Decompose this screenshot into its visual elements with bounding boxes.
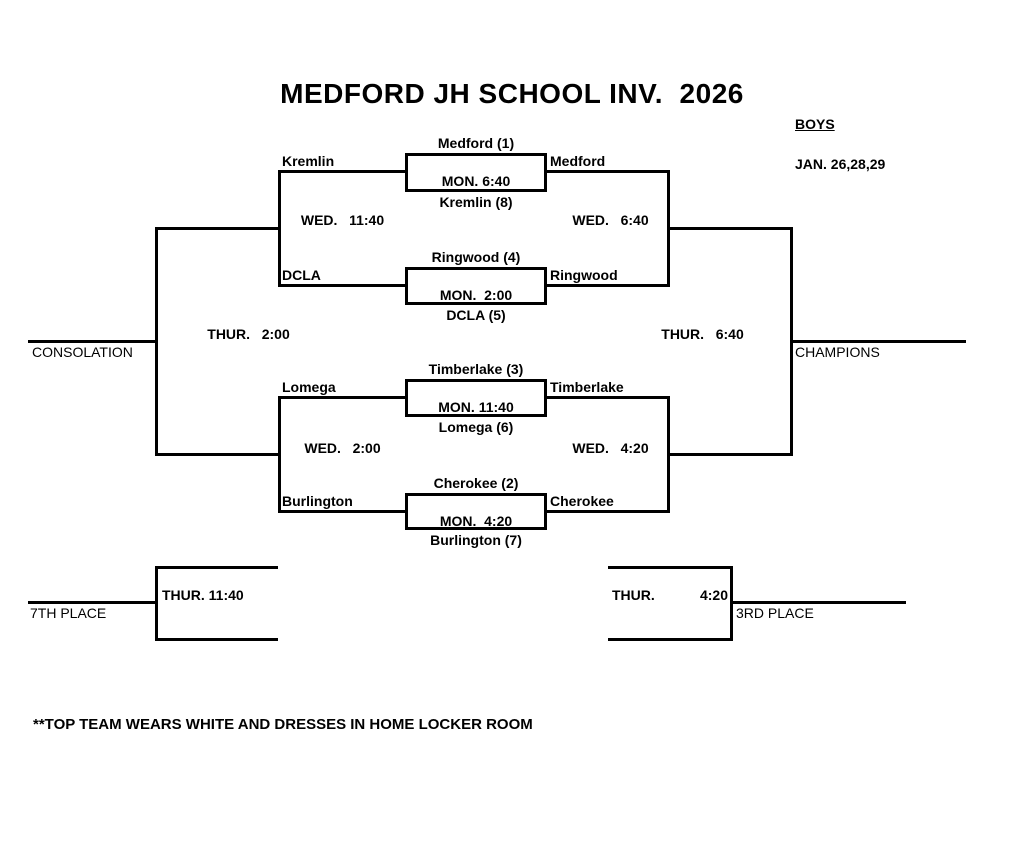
consolation-semi-top-time: WED. 11:40	[300, 212, 385, 228]
consolation-line	[28, 340, 158, 343]
page-title: MEDFORD JH SCHOOL INV. 2026	[280, 78, 744, 109]
third-day: THUR.	[612, 587, 655, 603]
game2-winner: Ringwood	[550, 267, 618, 283]
game2-top-seed: Ringwood (4)	[431, 249, 521, 265]
champions-line	[790, 340, 966, 343]
game3-top-seed: Timberlake (3)	[428, 361, 524, 377]
dates-label: JAN. 26,28,29	[795, 156, 886, 172]
championship-semi-top-time: WED. 6:40	[572, 212, 649, 228]
game1-box	[405, 153, 547, 192]
game2-loser-line	[278, 284, 405, 287]
game3-winner: Timberlake	[550, 379, 624, 395]
game1-loser: Kremlin	[282, 153, 335, 169]
consolation-semi-bottom-time: WED. 2:00	[304, 440, 381, 456]
game1-top-seed: Medford (1)	[437, 135, 515, 151]
game1-winner: Medford	[550, 153, 606, 169]
game1-bottom-seed: Kremlin (8)	[439, 194, 513, 210]
third-stub-line	[730, 601, 906, 604]
champions-label: CHAMPIONS	[795, 344, 880, 360]
note: **TOP TEAM WEARS WHITE AND DRESSES IN HO…	[33, 716, 533, 733]
seventh-label: 7TH PLACE	[30, 605, 107, 621]
game1-time: MON. 6:40	[441, 173, 511, 189]
game4-winner-line	[547, 510, 670, 513]
consolation-semi-top-line	[155, 227, 281, 230]
game3-bottom-seed: Lomega (6)	[438, 419, 514, 435]
game4-winner: Cherokee	[550, 493, 614, 509]
championship-final-time: THUR. 6:40	[661, 326, 744, 342]
championship-semi-top-line	[667, 227, 793, 230]
game1-winner-line	[547, 170, 670, 173]
game3-winner-line	[547, 396, 670, 399]
game2-winner-line	[547, 284, 670, 287]
championship-semi-bottom-line	[667, 453, 793, 456]
third-bottom-line	[608, 638, 733, 641]
seventh-stub-line	[28, 601, 158, 604]
game2-time: MON. 2:00	[439, 287, 513, 303]
game4-box	[405, 493, 547, 530]
consolation-final-time: THUR. 2:00	[207, 326, 290, 342]
game4-bottom-seed: Burlington (7)	[430, 532, 522, 548]
consolation-semi-bottom-line	[155, 453, 281, 456]
consolation-label: CONSOLATION	[32, 344, 133, 360]
seventh-bottom-line	[155, 638, 278, 641]
third-label: 3RD PLACE	[736, 605, 814, 621]
game2-box	[405, 267, 547, 305]
third-time: 4:20	[699, 587, 728, 603]
game3-box	[405, 379, 547, 417]
game1-loser-line	[278, 170, 405, 173]
seventh-time: THUR. 11:40	[162, 587, 244, 603]
division-label: BOYS	[795, 116, 835, 132]
game4-top-seed: Cherokee (2)	[433, 475, 519, 491]
game2-bottom-seed: DCLA (5)	[446, 307, 506, 323]
game4-loser-line	[278, 510, 405, 513]
third-top-line	[608, 566, 733, 569]
seventh-top-line	[155, 566, 278, 569]
game2-loser: DCLA	[282, 267, 321, 283]
game4-loser: Burlington	[282, 493, 353, 509]
game3-time: MON. 11:40	[438, 399, 514, 415]
game4-time: MON. 4:20	[439, 513, 513, 529]
championship-semi-bottom-time: WED. 4:20	[572, 440, 649, 456]
game3-loser: Lomega	[282, 379, 336, 395]
game3-loser-line	[278, 396, 405, 399]
